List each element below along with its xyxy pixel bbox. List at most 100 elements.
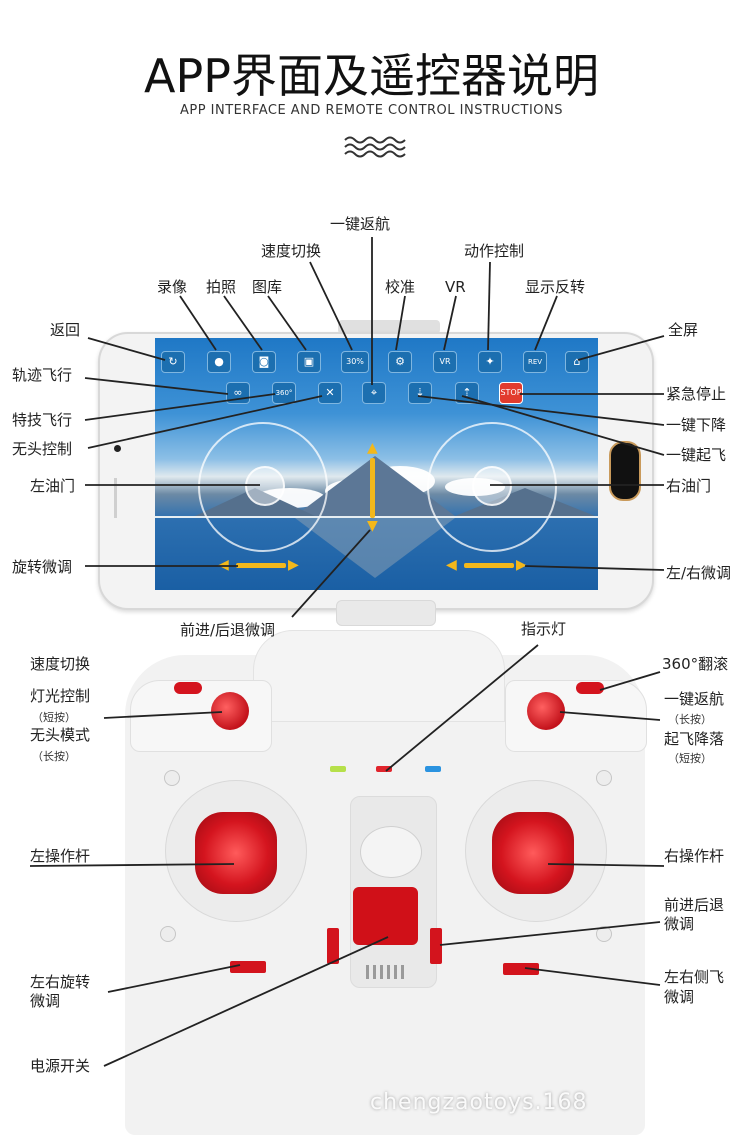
fb-trim-bar[interactable] (370, 458, 375, 518)
action-control-icon[interactable]: ✦ (478, 351, 502, 373)
phone-home-button (609, 441, 641, 501)
label-light-control: 灯光控制 (30, 687, 91, 705)
lr-rotation-trim-switch[interactable] (230, 961, 266, 973)
watermark: chengzaotoys.168 (370, 1090, 588, 1115)
label-speed-switch: 速度切换 (261, 242, 322, 260)
label-takeoff-land: 起飞降落 (664, 730, 725, 748)
label-left-stick: 左操作杆 (30, 847, 91, 865)
record-video-icon[interactable]: ● (207, 351, 231, 373)
lr-trim-right-icon[interactable]: ▶ (516, 557, 527, 573)
lr-trim-bar[interactable] (464, 563, 514, 568)
phone-holder-mount (336, 600, 436, 626)
label-flip-360: 360°翻滚 (662, 655, 729, 673)
label-stunt: 特技飞行 (12, 411, 73, 429)
label-one-key-land: 一键下降 (666, 416, 727, 434)
return-home-icon[interactable]: ⌖ (362, 382, 386, 404)
label-return-home: 一键返航 (330, 215, 391, 233)
headless-icon[interactable]: ✕ (318, 382, 342, 404)
power-switch[interactable] (353, 887, 418, 945)
lr-trim-left-icon[interactable]: ◀ (446, 557, 457, 573)
fb-trim-up-icon[interactable]: ▲ (367, 440, 378, 456)
label-emergency-stop: 紧急停止 (666, 385, 727, 403)
phone-speaker (114, 478, 117, 518)
rotation-trim-bar[interactable] (236, 563, 286, 568)
left-throttle-joystick[interactable] (198, 422, 328, 552)
fullscreen-lock-icon[interactable]: ⌂ (565, 351, 589, 373)
label-action-control: 动作控制 (464, 242, 525, 260)
rotation-trim-right-icon[interactable]: ▶ (288, 557, 299, 573)
page-subtitle: APP INTERFACE AND REMOTE CONTROL INSTRUC… (179, 103, 564, 118)
one-key-land-icon[interactable]: ⇣ (408, 382, 432, 404)
label-left-throttle: 左油门 (30, 477, 76, 495)
fb-trim-down-icon[interactable]: ▼ (367, 518, 378, 534)
gallery-icon[interactable]: ▣ (297, 351, 321, 373)
label-record: 录像 (157, 278, 188, 296)
screw-icon (596, 926, 612, 942)
label-fullscreen: 全屏 (668, 321, 699, 339)
speaker-grille (366, 965, 406, 979)
label-fb-trim: 前进/后退微调 (180, 621, 276, 639)
label-lr-rot-trim-1: 左右旋转 (30, 973, 91, 991)
blue-indicator-led (425, 766, 441, 772)
side-fly-trim-switch[interactable] (503, 963, 539, 975)
left-control-stick[interactable] (195, 812, 277, 894)
light-headless-button[interactable] (211, 692, 249, 730)
label-short-press-1: （短按） (32, 711, 76, 724)
vr-icon[interactable]: VR (433, 351, 457, 373)
label-vr: VR (445, 278, 466, 296)
stunt-flip-icon[interactable]: 360° (272, 382, 296, 404)
screw-icon (596, 770, 612, 786)
display-flip-icon[interactable]: REV (523, 351, 547, 373)
speed-switch-icon[interactable]: 30% (341, 351, 369, 373)
right-joystick-knob[interactable] (472, 466, 512, 506)
rotation-trim-switch-left[interactable] (327, 928, 339, 964)
label-right-stick: 右操作杆 (664, 847, 725, 865)
red-indicator-led (376, 766, 392, 772)
phone-clamp-knob (360, 826, 422, 878)
label-lr-trim: 左/右微调 (666, 564, 732, 582)
back-icon[interactable]: ↻ (161, 351, 185, 373)
flip-360-shoulder-button[interactable] (576, 682, 604, 694)
label-fb-trim-remote-2: 微调 (664, 915, 695, 933)
rotation-trim-left-icon[interactable]: ◀ (218, 557, 229, 573)
wave-divider-icon (344, 136, 406, 158)
label-rotation-trim: 旋转微调 (12, 558, 73, 576)
right-throttle-joystick[interactable] (427, 422, 557, 552)
label-indicator: 指示灯 (521, 620, 567, 638)
label-display-flip: 显示反转 (525, 278, 586, 296)
phone-camera-icon (114, 445, 121, 452)
calibrate-gear-icon[interactable]: ⚙ (388, 351, 412, 373)
fb-trim-switch[interactable] (430, 928, 442, 964)
label-short-press-2: （短按） (668, 752, 712, 765)
label-fb-trim-remote-1: 前进后退 (664, 896, 725, 914)
label-remote-return-home: 一键返航 (664, 690, 725, 708)
camera-icon[interactable]: ◙ (252, 351, 276, 373)
emergency-stop-icon[interactable]: STOP (499, 382, 523, 404)
left-joystick-knob[interactable] (245, 466, 285, 506)
label-gallery: 图库 (252, 278, 283, 296)
label-headless-mode: 无头模式 (30, 726, 91, 744)
speed-switch-shoulder-button[interactable] (174, 682, 202, 694)
label-power: 电源开关 (30, 1057, 91, 1075)
green-indicator-led (330, 766, 346, 772)
label-trajectory: 轨迹飞行 (12, 366, 73, 384)
return-takeoff-button[interactable] (527, 692, 565, 730)
label-side-trim-2: 微调 (664, 988, 695, 1006)
page-title: APP界面及遥控器说明 (144, 49, 599, 103)
screw-icon (164, 770, 180, 786)
label-back: 返回 (50, 321, 81, 339)
label-photo: 拍照 (206, 278, 237, 296)
label-one-key-takeoff: 一键起飞 (666, 446, 727, 464)
screw-icon (160, 926, 176, 942)
right-control-stick[interactable] (492, 812, 574, 894)
label-long-press-2: （长按） (668, 713, 712, 726)
label-right-throttle: 右油门 (666, 477, 712, 495)
label-long-press-1: （长按） (32, 750, 76, 763)
label-lr-rot-trim-2: 微调 (30, 992, 61, 1010)
phone-holder-clip (338, 320, 440, 334)
label-calibrate: 校准 (385, 278, 416, 296)
label-side-trim-1: 左右侧飞 (664, 968, 725, 986)
label-remote-speed-switch: 速度切换 (30, 655, 91, 673)
label-headless: 无头控制 (12, 440, 73, 458)
